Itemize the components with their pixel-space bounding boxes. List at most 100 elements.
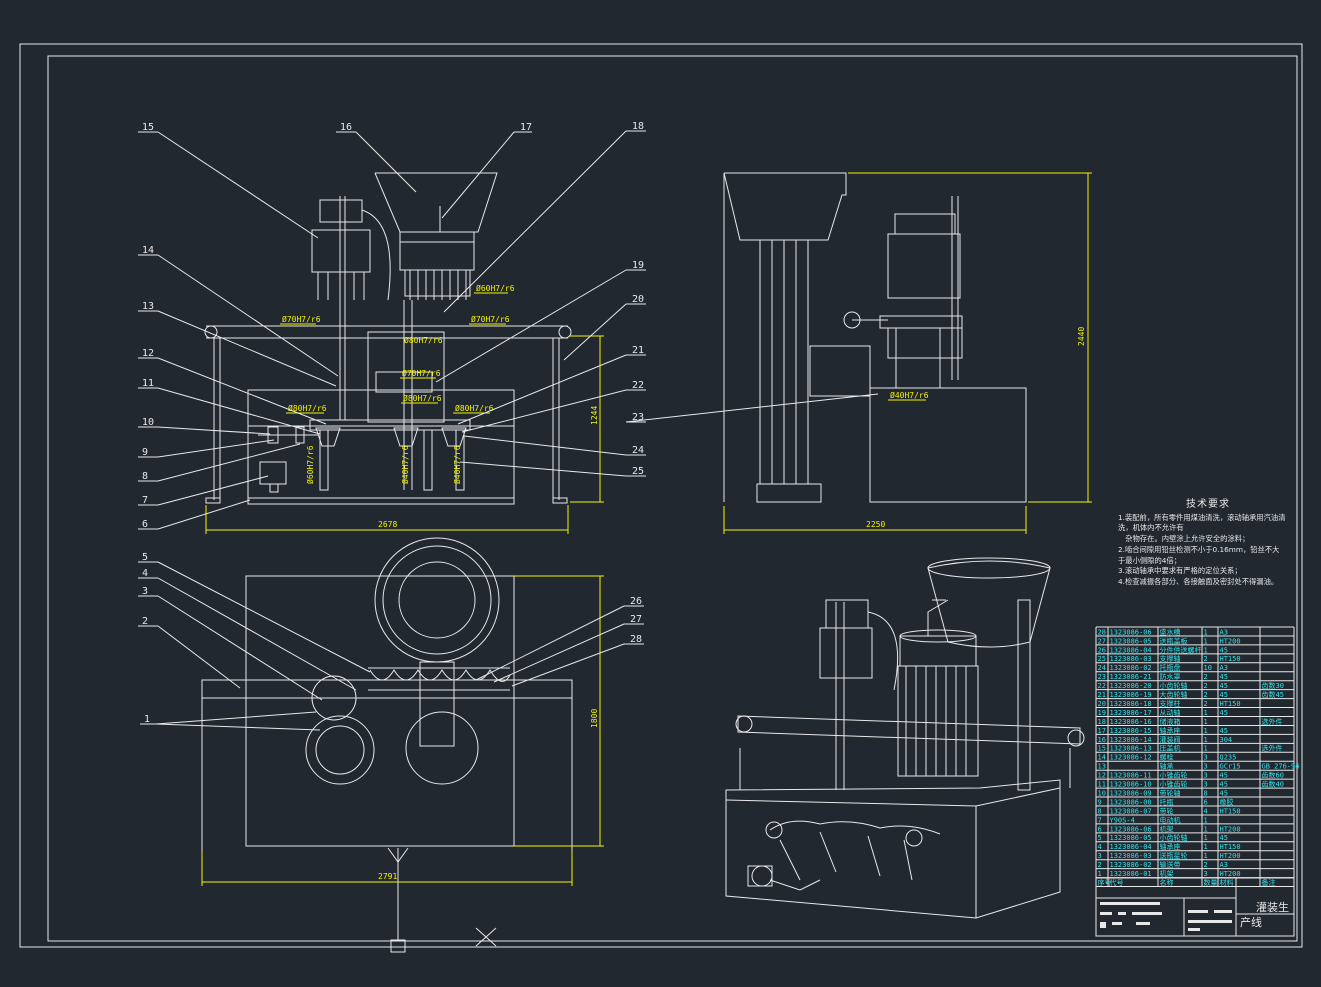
technical-requirement-line: 1.装配前，所有零件用煤油清洗，滚动轴承用汽油清 [1118,512,1286,522]
bom-cell: 3 [1204,870,1208,878]
bom-cell: 2 [1204,655,1208,663]
bom-cell: 1323086-18 [1110,700,1152,708]
bom-cell: Y90S-4 [1110,816,1135,824]
bom-cell: 齿数60 [1262,771,1284,780]
bom-cell: 送瓶星轮 [1160,851,1188,860]
callout-number: 23 [632,412,644,423]
bom-cell: 6 [1204,798,1208,806]
callout-number: 17 [520,122,532,133]
front-view: 2678 1244 Ø60H7/r6 Ø70H7/r6 Ø70H7/r6 Ø80… [204,172,604,534]
callout-number: 8 [142,471,148,482]
bom-cell: 14 [1098,754,1106,762]
plan-width-dim: 2791 [378,872,397,881]
bom-cell: 10 [1098,789,1106,797]
bom-cell: 1323086-10 [1110,781,1152,789]
bom-cell: GCr15 [1220,763,1241,771]
bom-cell: 26 [1098,646,1106,654]
plan-height-dim: 1800 [590,709,599,728]
bom-cell: 轴承座 [1160,842,1181,851]
bom-cell: 45 [1220,673,1228,681]
bom-cell: 1 [1204,727,1208,735]
technical-requirement-line: 2.啮合间隙用铅丝检测不小于0.16mm，铅丝不大 [1118,544,1280,554]
bom-cell: 齿数45 [1262,690,1284,699]
bom-cell: 1323086-12 [1110,754,1152,762]
bom-cell: 送瓶盖板 [1160,636,1188,645]
bom-cell: 1323086-14 [1110,736,1152,744]
fit-label: Ø80H7/r6 [404,335,443,345]
bom-cell: 3 [1204,754,1208,762]
bom-cell: 1323086-16 [1110,718,1152,726]
bom-cell: 输送带 [1160,860,1181,869]
bom-cell: 45 [1220,834,1228,842]
bom-cell: 8 [1204,789,1208,797]
bom-cell: 电动机 [1160,815,1181,824]
fit-label: Ø40H7/r6 [400,445,410,484]
outer-border [19,43,1303,948]
callout-number: 2 [142,616,148,627]
bom-cell: 1323086-09 [1110,789,1152,797]
bom-cell: 8 [1098,807,1102,815]
bom-cell: 1323086-19 [1110,691,1152,699]
callout-number: 13 [142,301,154,312]
bom-cell: 防水罩 [1160,672,1181,681]
bom-cell: 2 [1204,861,1208,869]
bom-cell: 1 [1204,745,1208,753]
fit-label: Ø40H7/r6 [890,390,929,400]
bom-cell: 15 [1098,745,1106,753]
bom-cell: HT150 [1220,700,1241,708]
bom-cell: Q235 [1220,754,1237,762]
callout-number: 7 [142,495,148,506]
bom-cell: 1323086-05 [1110,637,1152,645]
bom-cell: 5 [1098,834,1102,842]
fit-label: Ø70H7/r6 [282,314,321,324]
bom-cell: GB 276-94 [1262,763,1300,771]
bom-cell: HT200 [1220,825,1241,833]
bom-cell: 1 [1204,852,1208,860]
bom-cell: 22 [1098,682,1106,690]
callout-number: 10 [142,417,154,428]
fit-label: Ø80H7/r6 [403,393,442,403]
callout-number: 12 [142,348,154,359]
bom-cell: 25 [1098,655,1106,663]
bom-cell: 7 [1098,816,1102,824]
bom-cell: 3 [1204,781,1208,789]
callout-number: 27 [630,614,642,625]
bom-cell: 3 [1204,772,1208,780]
bom-cell: 1323086-17 [1110,709,1152,717]
bom-cell: 1323086-13 [1110,745,1152,753]
bom-cell: 橡胶 [1220,797,1234,806]
front-width-dim: 2678 [378,520,397,529]
callout-number: 19 [632,260,644,271]
callout-number: 1 [144,714,150,725]
callout-number: 24 [632,445,644,456]
bom-header-cell: 代号 [1110,878,1124,887]
bom-cell: 1323086-11 [1110,772,1152,780]
bom-cell: 小齿轮轴 [1160,681,1188,690]
bom-header-cell: 序号 [1098,878,1112,887]
bom-cell: 4 [1098,843,1102,851]
drawing-title-line2: 产线 [1240,915,1262,929]
fit-label: Ø70H7/r6 [471,314,510,324]
bom-cell: 1323086-01 [1110,870,1152,878]
fit-label: Ø60H7/r6 [476,283,515,293]
fit-label: Ø70H7/r6 [402,368,441,378]
bom-cell: 45 [1220,727,1228,735]
bom-cell: 12 [1098,772,1106,780]
bom-cell: 304 [1220,736,1233,744]
bom-cell: 45 [1220,789,1228,797]
bom-cell: 6 [1098,825,1102,833]
bom-cell: 1323086-02 [1110,861,1152,869]
bom-cell: 支撑柱 [1160,699,1181,708]
technical-requirements: 技术要求 1.装配前，所有零件用煤油清洗，滚动轴承用汽油清 洗，机体内不允许有 … [1118,499,1298,588]
technical-requirement-line: 洗，机体内不允许有 [1118,523,1184,533]
bom-cell: 从动轴 [1160,708,1181,717]
bom-cell: 3 [1098,852,1102,860]
callout-number: 16 [340,122,352,133]
callout-number: 3 [142,586,148,597]
callout-number: 22 [632,380,644,391]
bom-cell: 1323086-06 [1110,628,1152,636]
bom-header-cell: 名称 [1160,878,1174,887]
bom-cell: 机架 [1160,824,1174,833]
bom-cell: HT150 [1220,843,1241,851]
